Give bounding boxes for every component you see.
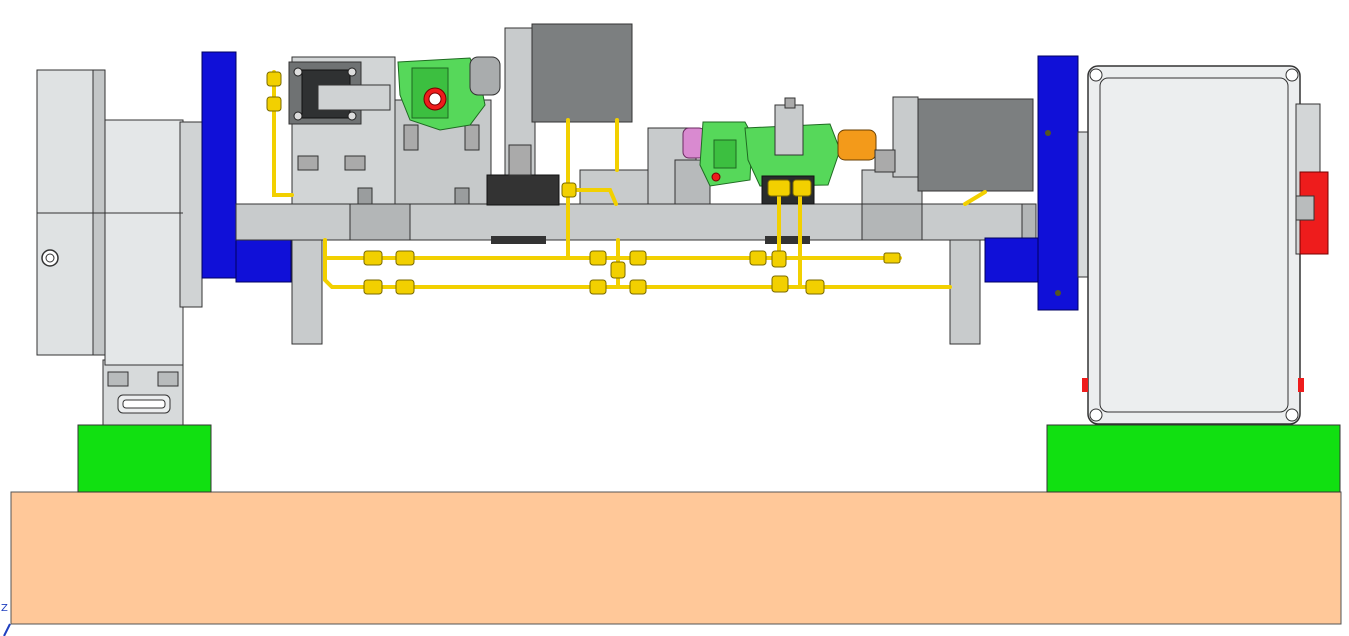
right-motor: [861, 96, 1034, 205]
base-plate: [10, 491, 1342, 625]
left-support-pad: [77, 424, 212, 493]
skid-frame: [235, 203, 1037, 345]
left-bearing-housing: [36, 69, 203, 426]
left-motor: [486, 23, 633, 206]
left-leg: [291, 239, 323, 345]
pipe-fittings: [266, 71, 901, 295]
triad-axis-label: Z: [1, 603, 8, 614]
junction-box: [1077, 65, 1329, 425]
left-housing-port-icon: [41, 249, 59, 267]
right-support-pad: [1046, 424, 1341, 493]
center-valve-assembly: [579, 97, 877, 205]
coordinate-triad: Z: [1, 603, 11, 636]
left-green-valve: [397, 56, 501, 131]
right-leg: [949, 239, 981, 345]
right-flange: [984, 55, 1079, 311]
left-flange: [201, 51, 292, 283]
